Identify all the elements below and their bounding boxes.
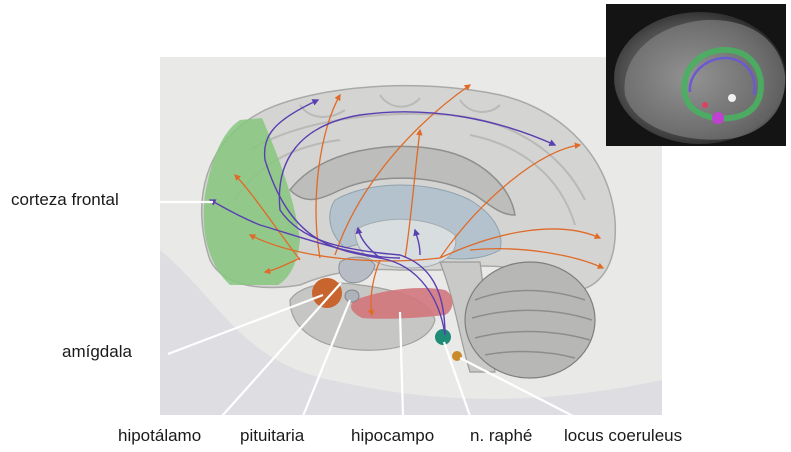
- label-locus-coeruleus: locus coeruleus: [564, 426, 682, 446]
- label-pituitary: pituitaria: [240, 426, 304, 446]
- label-frontal-cortex: corteza frontal: [11, 190, 119, 210]
- amygdala: [312, 278, 342, 308]
- raphe-nucleus: [435, 329, 451, 345]
- pituitary: [345, 290, 359, 302]
- brain-render-inset: [606, 4, 786, 146]
- label-raphe: n. raphé: [470, 426, 532, 446]
- locus-coeruleus: [452, 351, 462, 361]
- label-hippocampus: hipocampo: [351, 426, 434, 446]
- cerebellum: [465, 262, 595, 378]
- label-hypothalamus: hipotálamo: [118, 426, 201, 446]
- label-amygdala: amígdala: [62, 342, 132, 362]
